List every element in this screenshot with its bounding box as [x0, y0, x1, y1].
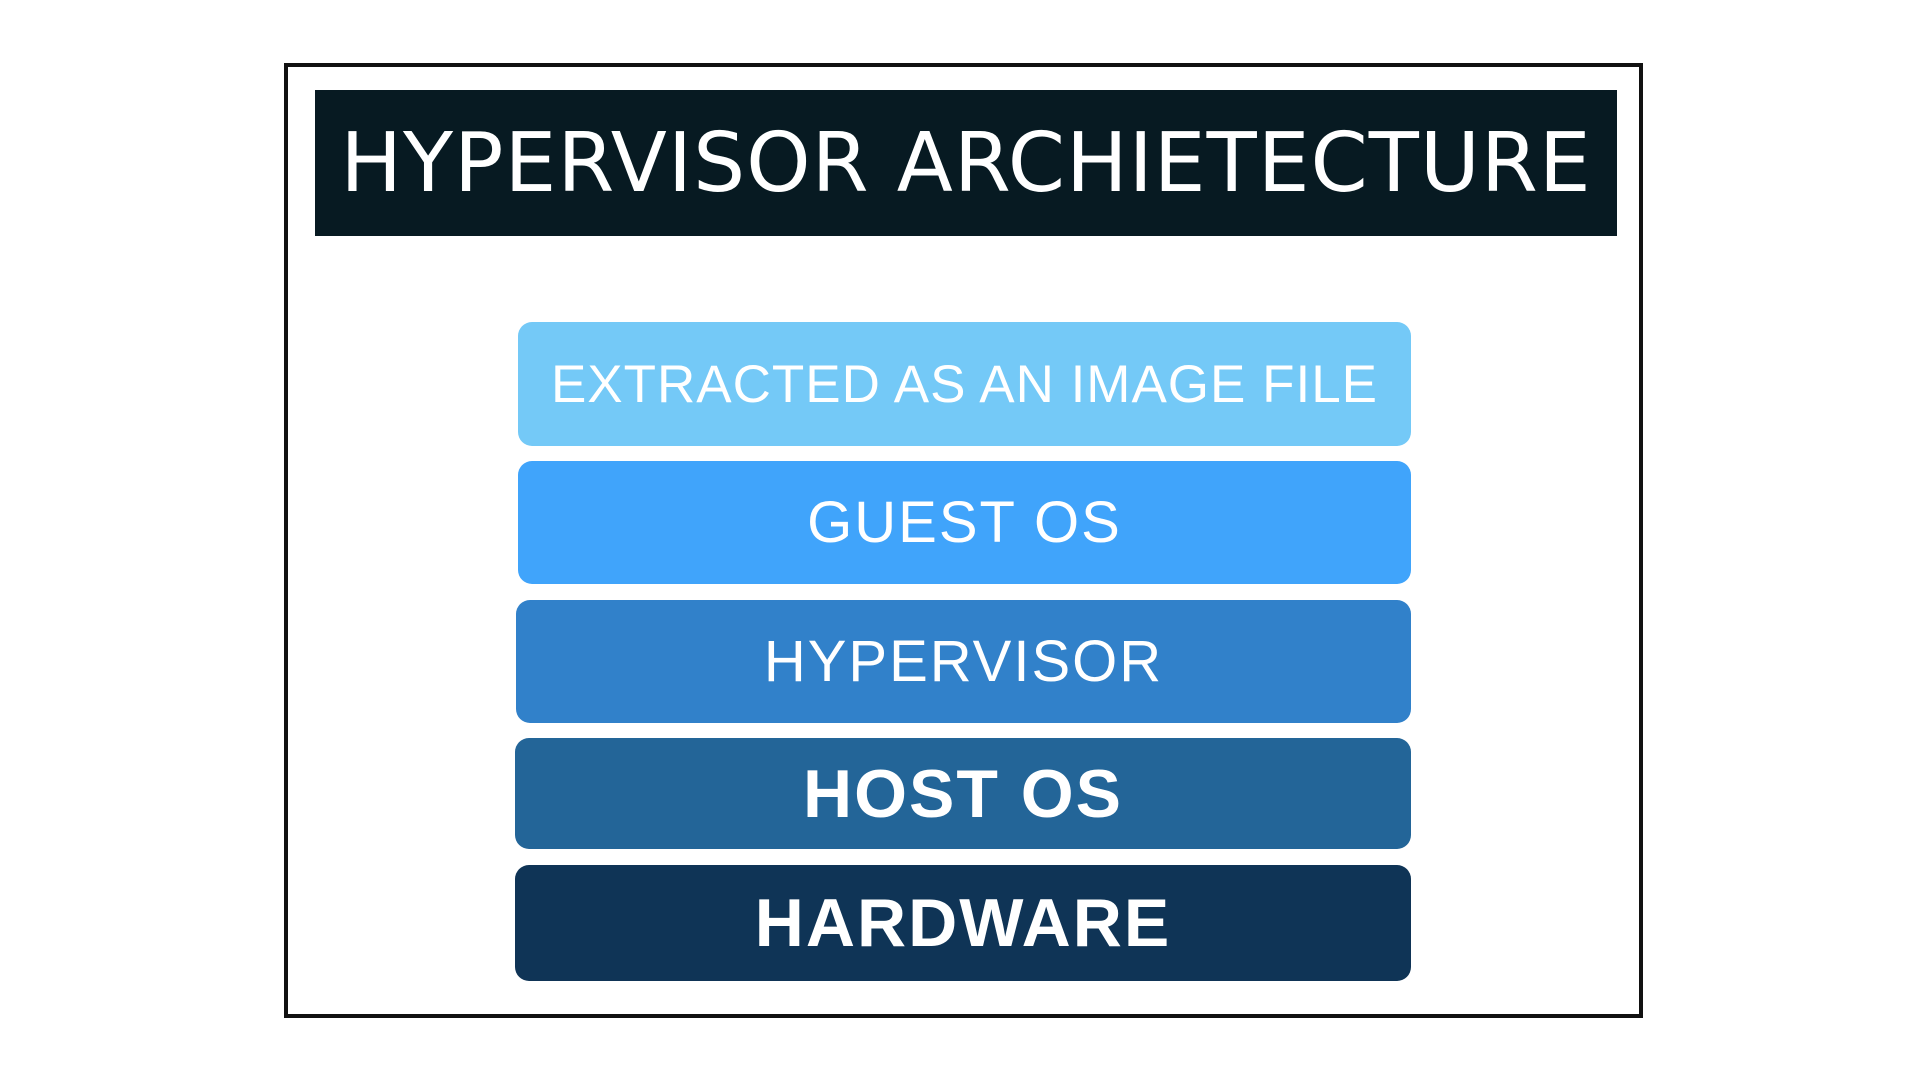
- layer-host-os-label: HOST OS: [802, 755, 1124, 832]
- layer-guest-os-label: GUEST OS: [807, 490, 1122, 555]
- layer-image-file-label: EXTRACTED AS AN IMAGE FILE: [550, 354, 1379, 414]
- layer-host-os: HOST OS: [515, 738, 1411, 849]
- layer-image-file: EXTRACTED AS AN IMAGE FILE: [518, 322, 1411, 446]
- layer-guest-os: GUEST OS: [518, 461, 1411, 584]
- layer-hardware-label: HARDWARE: [754, 885, 1172, 961]
- layer-hardware: HARDWARE: [515, 865, 1411, 981]
- layer-hypervisor: HYPERVISOR: [516, 600, 1411, 723]
- layer-hypervisor-label: HYPERVISOR: [763, 629, 1164, 694]
- title-bar: HYPERVISOR ARCHIETECTURE: [315, 90, 1617, 236]
- diagram-title: HYPERVISOR ARCHIETECTURE: [340, 115, 1592, 211]
